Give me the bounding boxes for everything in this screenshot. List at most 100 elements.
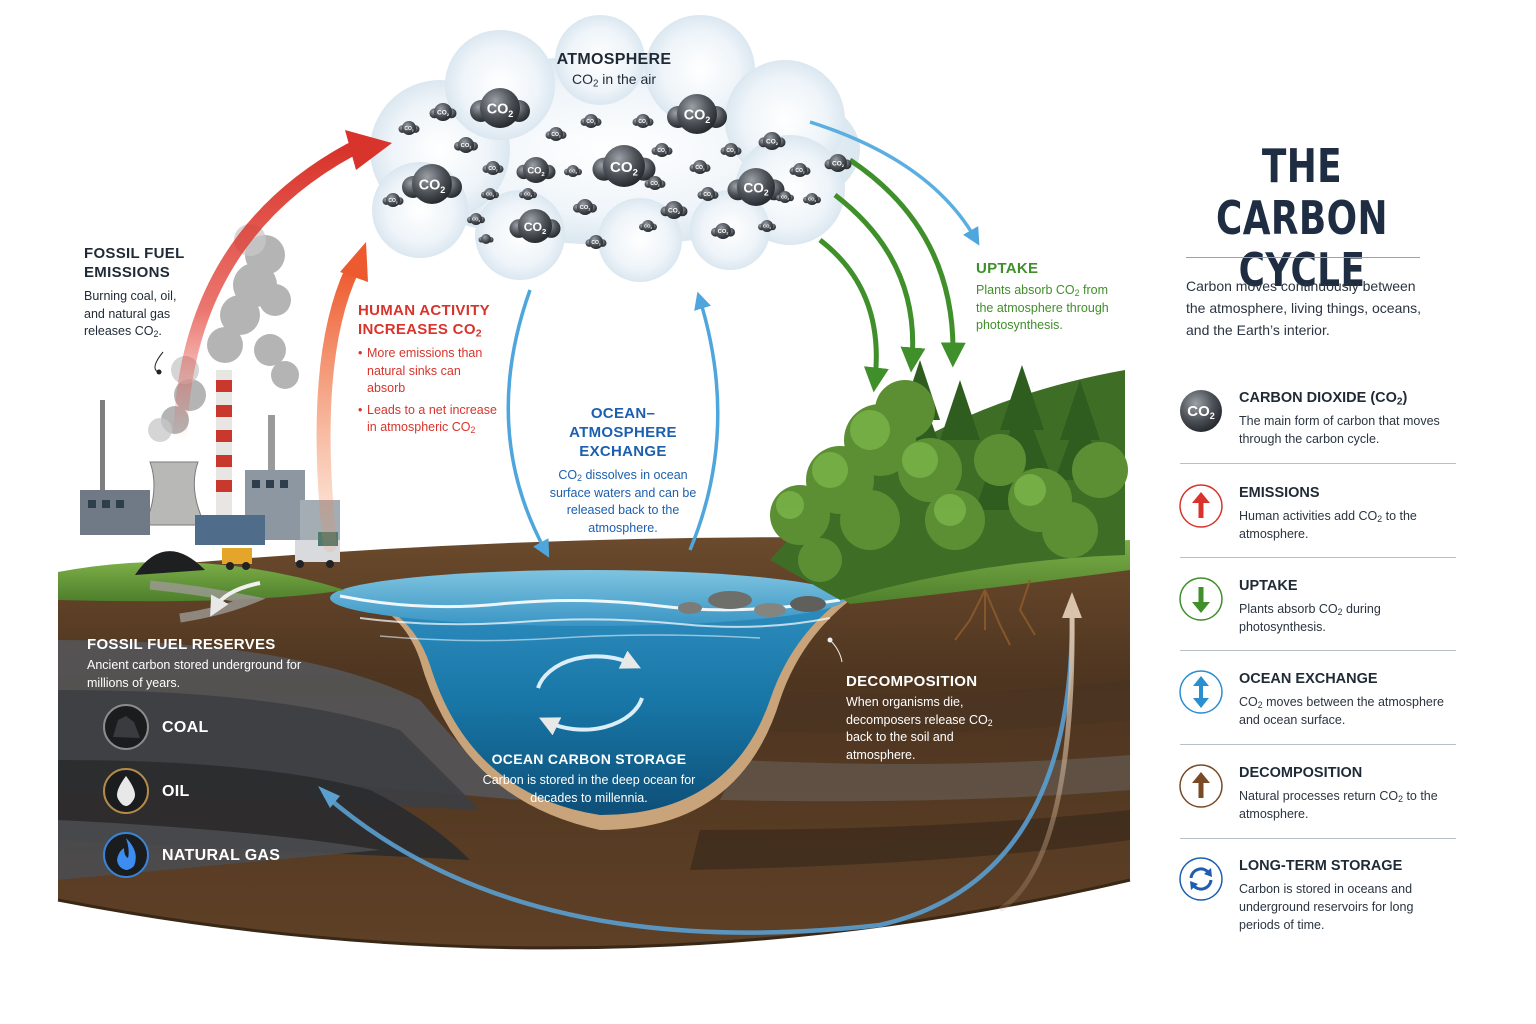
decomposition-desc: When organisms die, decomposers release … (846, 695, 993, 762)
leader-lines (154, 351, 843, 663)
fuel-label-coal: COAL (162, 719, 209, 736)
co2-molecule: CO2 (398, 121, 420, 135)
co2-molecule-label: CO2 (486, 192, 494, 198)
co2-molecule: CO2 (824, 154, 852, 172)
atmosphere-subtitle: CO2 in the air (571, 71, 657, 90)
co2-molecule: CO2 (697, 187, 719, 201)
co2-molecule-label: CO2 (527, 165, 545, 178)
co2-molecule: CO2 (758, 132, 786, 150)
co2-molecule: CO2 (585, 235, 607, 249)
legend-divider (1180, 744, 1456, 745)
co2-molecule: CO2 (758, 220, 776, 232)
co2-molecule-label: CO2 (487, 102, 514, 120)
ocean-up-arrow (688, 291, 720, 551)
co2-molecule: CO2 (651, 143, 673, 157)
co2-molecule: CO2 (644, 176, 666, 190)
co2-molecule: CO2 (467, 213, 486, 225)
legend-title: DECOMPOSITION (1239, 765, 1363, 781)
legend-item-uptake: UPTAKE Plants absorb CO2 during photosyn… (1178, 572, 1456, 664)
co2-molecule-label: CO2 (580, 205, 591, 211)
legend-item-ocean-exchange: OCEAN EXCHANGE CO2 moves between the atm… (1178, 665, 1456, 757)
co2-molecule-label: CO2 (781, 195, 789, 201)
human-activity-bullets: More emissions than natural sinks can ab… (358, 345, 498, 437)
legend-title: OCEAN EXCHANGE (1239, 671, 1378, 687)
co2-molecule-icon: CO2 (1180, 390, 1222, 432)
decomposition-arrow (318, 592, 1082, 935)
coal-icon (103, 704, 149, 750)
co2-molecule-label: CO2 (472, 217, 480, 223)
co2-molecule-label: CO2 (657, 148, 667, 154)
co2-molecule: CO2 (482, 161, 504, 175)
legend-divider (1180, 838, 1456, 839)
co2-molecule-label: CO2 (766, 139, 779, 147)
co2-molecule (478, 234, 494, 244)
legend-item-long-term-storage: LONG-TERM STORAGE Carbon is stored in oc… (1178, 852, 1456, 944)
co2-molecule-label: CO2 (763, 224, 771, 230)
fuel-label-oil: OIL (162, 783, 190, 800)
reserves-desc: Ancient carbon stored underground for mi… (87, 658, 302, 690)
green-down-arrow-icon (1179, 577, 1223, 621)
co2-molecule: CO2 (727, 168, 785, 206)
ocean-storage-label: OCEAN CARBON STORAGE Carbon is stored in… (480, 750, 698, 807)
reserve-return-arrow (210, 581, 261, 617)
co2-molecule: CO2 (454, 137, 478, 153)
legend-item-decomposition: DECOMPOSITION Natural processes return C… (1178, 759, 1456, 851)
co2-molecule-label: CO2 (808, 197, 816, 203)
legend-desc: Carbon is stored in oceans and undergrou… (1239, 882, 1414, 932)
co2-molecule: CO2 (481, 188, 500, 200)
brown-up-arrow-icon (1179, 764, 1223, 808)
uptake-title: UPTAKE (976, 260, 1039, 277)
co2-molecule: CO2 (711, 223, 735, 239)
ocean-circulation-arrows (536, 650, 641, 689)
co2-molecule: CO2 (580, 114, 602, 128)
human-activity-bullet-1: More emissions than natural sinks can ab… (358, 345, 498, 398)
co2-molecule-label: CO2 (795, 168, 805, 174)
co2-molecule: CO2 (660, 201, 688, 219)
co2-molecule-label: CO2 (388, 198, 398, 204)
legend-title: EMISSIONS (1239, 485, 1320, 501)
co2-molecule: CO2 (639, 220, 657, 232)
legend-divider (1180, 557, 1456, 558)
natural-gas-flame-icon (103, 832, 149, 878)
co2-molecule-label: CO2 (684, 108, 711, 126)
co2-molecule-label: CO2 (404, 126, 414, 132)
co2-molecule: CO2 (632, 114, 654, 128)
intro-text: Carbon moves continuously between the at… (1186, 278, 1422, 338)
co2-molecule: CO2 (470, 88, 530, 128)
co2-molecule: CO2 (720, 143, 742, 157)
co2-molecule: CO2 (545, 127, 567, 141)
co2-molecule-label: CO2 (703, 192, 713, 198)
fossil-emissions-desc: Burning coal, oil, and natural gas relea… (84, 289, 177, 340)
red-up-arrow-icon (1179, 484, 1223, 528)
co2-molecule-label: CO2 (743, 180, 769, 197)
ocean-storage-desc: Carbon is stored in the deep ocean for d… (482, 773, 696, 805)
co2-molecule-label: CO2 (586, 119, 596, 125)
legend-item-co2: CO2 CARBON DIOXIDE (CO2) The main form o… (1178, 384, 1456, 476)
forest (770, 360, 1128, 646)
co2-molecule: CO2 (592, 145, 656, 187)
human-activity-arrow (316, 242, 368, 552)
co2-molecule: CO2 (429, 103, 457, 121)
legend-title: CARBON DIOXIDE (CO2) (1239, 390, 1408, 408)
reserves-title: FOSSIL FUEL RESERVES (87, 636, 276, 653)
co2-molecule: CO2 (564, 165, 582, 177)
co2-molecule: CO2 (667, 94, 727, 134)
reserves-label: FOSSIL FUEL RESERVES Ancient carbon stor… (87, 635, 307, 692)
co2-molecule-label: CO2 (650, 181, 660, 187)
co2-molecule: CO2 (402, 164, 462, 204)
co2-molecule-label: CO2 (488, 166, 498, 172)
fuel-label-natural-gas: NATURAL GAS (162, 847, 281, 864)
decomposition-title: DECOMPOSITION (846, 673, 978, 690)
decomposition-label: DECOMPOSITION When organisms die, decomp… (846, 672, 1016, 764)
co2-molecule-label: CO2 (695, 165, 705, 171)
svg-text:CO2: CO2 (1187, 403, 1215, 421)
cycle-arrows-icon (1179, 857, 1223, 901)
legend-desc: Natural processes return CO2 to the atmo… (1239, 789, 1438, 821)
legend-title: LONG-TERM STORAGE (1239, 858, 1403, 874)
co2-molecule-label: CO2 (726, 148, 736, 154)
